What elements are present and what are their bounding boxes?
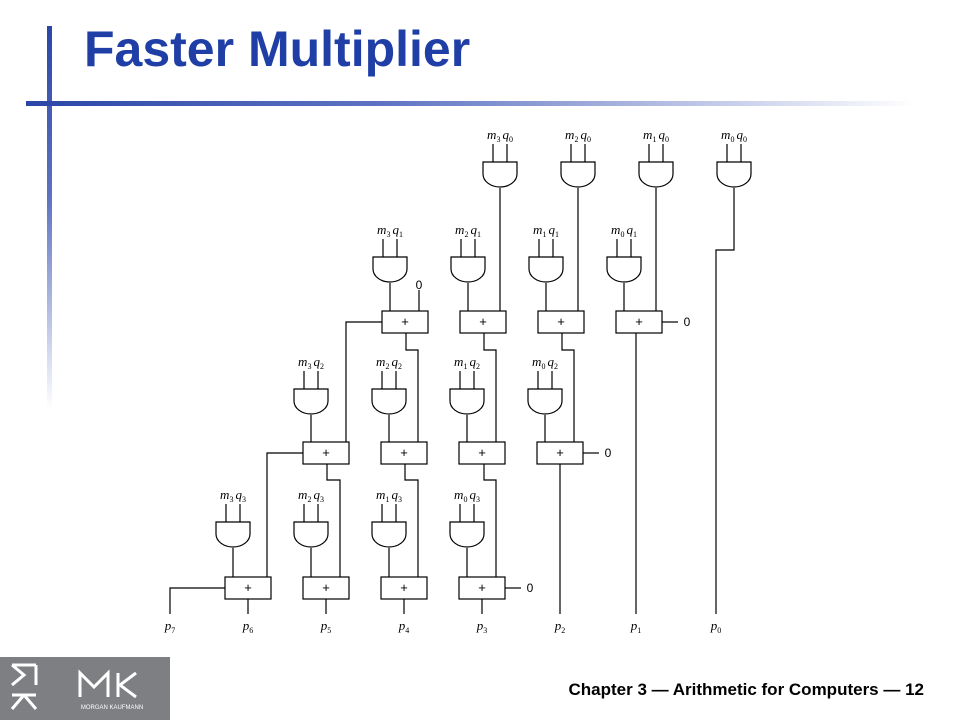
publisher-logo: MORGAN KAUFMANN: [0, 657, 170, 720]
zero-in-r1-carry: 0: [684, 315, 691, 329]
output-p3-label: p3: [476, 618, 488, 635]
and-gate-q2-m0: [527, 388, 563, 415]
wire-carry-out-r2: [266, 452, 303, 577]
slide-title: Faster Multiplier: [84, 21, 471, 77]
adder-r1-1-symbol: +: [479, 314, 487, 329]
adder-r2-2-symbol: +: [478, 445, 486, 460]
wire-sum-r2-1: [404, 464, 419, 577]
and-gate-q1-m1: [528, 256, 564, 283]
accent-vertical-bar: [47, 26, 52, 410]
accent-horizontal-bar: [26, 101, 916, 106]
and-gate-q2-m3: [293, 388, 329, 415]
footer-chapter-label: Chapter 3 — Arithmetic for Computers — 1…: [568, 680, 925, 699]
mk-logo-icon: MORGAN KAUFMANN: [10, 663, 143, 711]
and-gate-q1-m3: [372, 256, 408, 283]
logo-m-vertical-mark: [11, 663, 38, 687]
and-gate-q3-m1: [371, 521, 407, 548]
wire-sum-r1-2: [561, 333, 575, 442]
wire-sum-r1-0: [405, 333, 419, 442]
zero-in-r2-carry: 0: [605, 446, 612, 460]
wire-carry-out-r1: [345, 321, 382, 442]
adder-r1-2: [537, 310, 585, 334]
and-gate-q0-m2: [560, 161, 596, 188]
output-p1-label: p1: [630, 618, 642, 635]
adder-r3-2-symbol: +: [400, 580, 408, 595]
and-gate-q3-m2: [293, 521, 329, 548]
and-gate-q0-m3: [482, 161, 518, 188]
and-gate-q3-m0: [449, 521, 485, 548]
adder-r2-0-symbol: +: [322, 445, 330, 460]
adder-r1-3-symbol: +: [635, 314, 643, 329]
logo-caption: MORGAN KAUFMANN: [81, 705, 143, 711]
and-gate-q1-m2: [450, 256, 486, 283]
zero-in-r3-carry: 0: [527, 581, 534, 595]
and-gate-q1-m0: [606, 256, 642, 283]
wire-sum-r2-0: [326, 464, 341, 577]
and-gate-q3-m3: [215, 521, 251, 548]
logo-k-vertical-mark: [10, 693, 38, 710]
and-gate-q2-m2: [371, 388, 407, 415]
wire-q0-m0-to-p0: [715, 188, 735, 614]
adder-r1-2-symbol: +: [557, 314, 565, 329]
adder-r2-1: [380, 441, 428, 465]
adder-r1-1: [459, 310, 507, 334]
and-gate-q0-m1: [638, 161, 674, 188]
output-p5-label: p5: [320, 618, 332, 635]
adder-r2-1-symbol: +: [400, 445, 408, 460]
logo-mk-mark: [78, 669, 137, 699]
wire-sum-r2-2: [483, 464, 497, 577]
adder-r1-0-symbol: +: [401, 314, 409, 329]
adder-r3-0-symbol: +: [244, 580, 252, 595]
adder-r3-3-symbol: +: [478, 580, 486, 595]
and-gate-q2-m1: [449, 388, 485, 415]
zero-in-r1-top: 0: [416, 278, 423, 292]
output-p7-label: p7: [164, 618, 176, 635]
adder-r3-1-symbol: +: [322, 580, 330, 595]
adder-r2-3-symbol: +: [556, 445, 564, 460]
output-p4-label: p4: [398, 618, 410, 635]
wire-carry-out-to-p7: [169, 587, 225, 614]
output-p0-label: p0: [710, 618, 722, 635]
wire-sum-r1-1: [483, 333, 497, 442]
output-p6-label: p6: [242, 618, 254, 635]
adder-r2-2: [458, 441, 506, 465]
and-gate-q0-m0: [716, 161, 752, 188]
output-p2-label: p2: [554, 618, 566, 635]
